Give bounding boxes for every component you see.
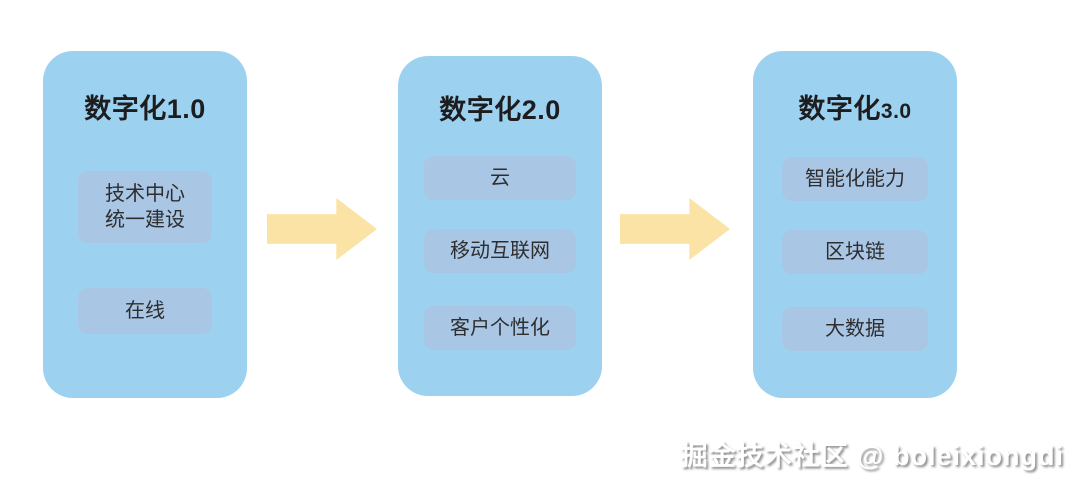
stage-title-version: 2.0 bbox=[521, 95, 561, 125]
stage-title-digital-1: 数字化1.0 bbox=[43, 87, 247, 126]
stage-title-digital-2: 数字化2.0 bbox=[398, 88, 602, 127]
stage-item-customer-personalization: 客户个性化 bbox=[424, 306, 576, 350]
stage-panel-digital-3: 数字化3.0 智能化能力 区块链 大数据 bbox=[753, 51, 957, 398]
stage-title-prefix: 数字化 bbox=[439, 95, 522, 125]
watermark-text: 掘金技术社区 @ boleixiongdi bbox=[680, 441, 1064, 471]
arrow-right-icon bbox=[267, 198, 377, 260]
stage-item-blockchain: 区块链 bbox=[782, 230, 928, 274]
stage-item-big-data: 大数据 bbox=[782, 307, 928, 351]
stage-title-prefix: 数字化 bbox=[798, 94, 881, 124]
stage-panel-digital-1: 数字化1.0 技术中心 统一建设 在线 bbox=[43, 51, 247, 398]
stage-title-version: 3.0 bbox=[880, 100, 912, 123]
stage-panel-digital-2: 数字化2.0 云 移动互联网 客户个性化 bbox=[398, 56, 602, 396]
stage-title-digital-3: 数字化3.0 bbox=[753, 87, 957, 126]
arrow-right-icon bbox=[620, 198, 730, 260]
stage-item-online: 在线 bbox=[78, 288, 212, 334]
stage-item-mobile-internet: 移动互联网 bbox=[424, 229, 576, 273]
stage-item-intelligent-capability: 智能化能力 bbox=[782, 157, 928, 201]
stage-item-cloud: 云 bbox=[424, 156, 576, 200]
stage-title-prefix: 数字化 bbox=[84, 94, 167, 124]
stage-title-version: 1.0 bbox=[166, 94, 206, 124]
stage-item-tech-center: 技术中心 统一建设 bbox=[78, 171, 212, 243]
